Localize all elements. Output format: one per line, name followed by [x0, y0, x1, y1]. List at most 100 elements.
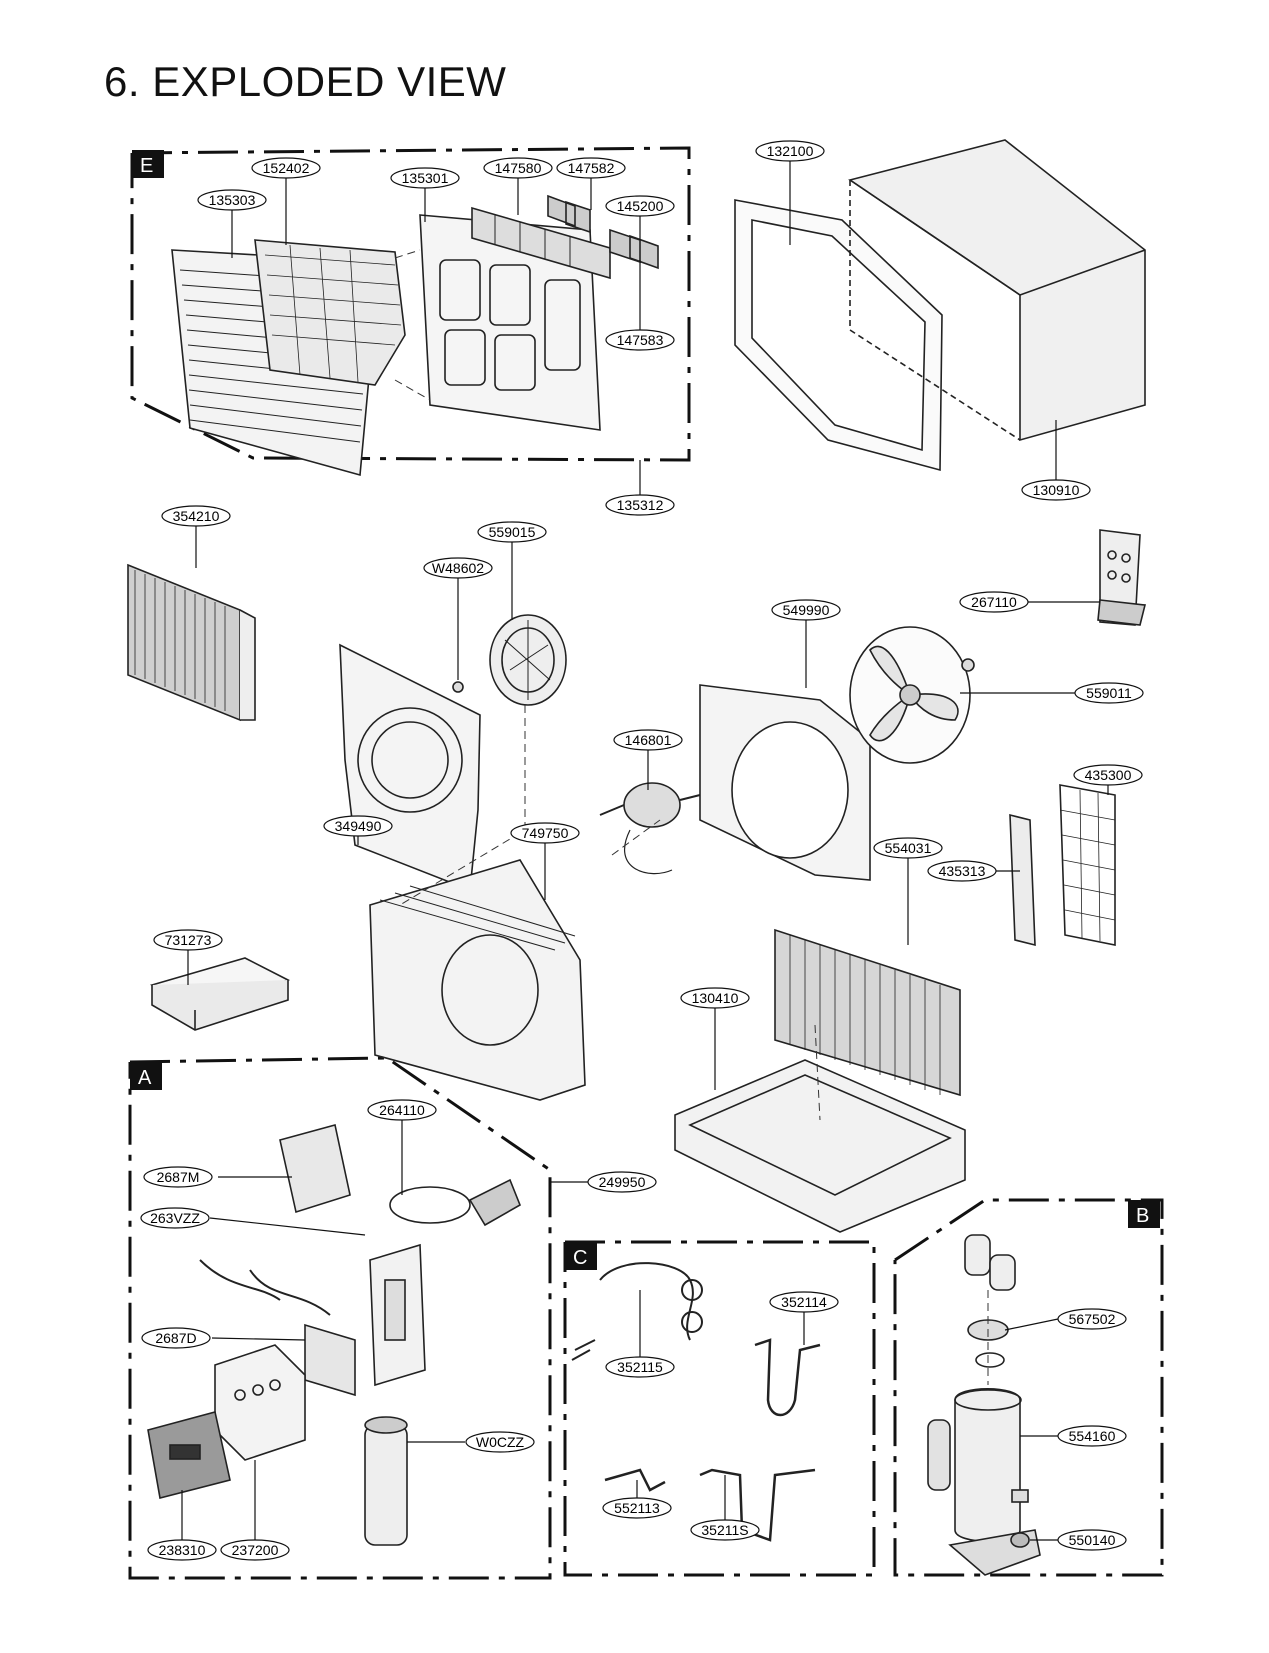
fan-shroud-drawing: [699, 684, 871, 881]
part-number: 237200: [232, 1542, 279, 1558]
part-label: 435313: [927, 860, 997, 882]
part-number: 2687M: [157, 1169, 200, 1185]
condenser-coil-drawing: [774, 928, 961, 1097]
blower-wheel-drawing: [452, 614, 567, 706]
part-number: 130410: [692, 990, 739, 1006]
part-number: 130910: [1033, 482, 1080, 498]
air-filter-drawing: [254, 239, 406, 386]
part-number: 238310: [159, 1542, 206, 1558]
remote-control-drawing: [1097, 529, 1146, 626]
part-label: 135312: [605, 494, 675, 516]
grommet-drawing: [1010, 1489, 1030, 1548]
frame-section-e: [130, 146, 691, 462]
part-label: 35211S: [690, 1519, 760, 1541]
part-label: 147582: [556, 157, 626, 179]
coil-guard-drawing: [1059, 784, 1116, 946]
part-number: 249950: [599, 1174, 646, 1190]
part-label: 249950: [587, 1171, 657, 1193]
section-label-b: B: [1136, 1205, 1149, 1227]
part-label: 352114: [769, 1291, 839, 1313]
part-label: 349490: [323, 815, 393, 837]
part-label: 559015: [477, 521, 547, 543]
part-label: 559011: [1074, 682, 1144, 704]
part-labels: 152402 135303 135301 147580 147582 14520…: [140, 140, 1144, 1561]
part-label: 237200: [220, 1539, 290, 1561]
section-label-c: C: [573, 1247, 587, 1269]
part-label: 549990: [771, 599, 841, 621]
guide-line: [394, 379, 431, 401]
section-badge-e: E: [132, 150, 164, 178]
overload-protector-drawing: [964, 1234, 1016, 1368]
keypad-drawing: [147, 1411, 231, 1499]
part-number: 352115: [617, 1359, 663, 1375]
part-label: 147583: [605, 329, 675, 351]
accessory-box-drawing: [149, 957, 291, 1031]
part-label: 132100: [755, 140, 825, 162]
section-badge-c: C: [565, 1242, 597, 1270]
capillary-tube-drawing: [571, 1262, 703, 1361]
power-cord-drawing: [389, 1178, 522, 1227]
part-number: 567502: [1069, 1311, 1116, 1327]
evaporator-coil-drawing: [127, 563, 256, 722]
part-label: 435300: [1073, 764, 1143, 786]
frame-section-a: [128, 1056, 552, 1580]
part-number: 559015: [489, 524, 536, 540]
section-badges: E A C B: [130, 150, 1160, 1270]
control-box-drawing: [279, 1124, 426, 1387]
part-illustrations: [127, 139, 1146, 1576]
section-badge-a: A: [130, 1062, 162, 1090]
part-label: W0CZZ: [465, 1431, 535, 1453]
frame-section-b: [893, 1198, 1164, 1577]
louver-assembly-drawing: [471, 194, 659, 280]
part-label: 147580: [483, 157, 553, 179]
part-label: 2687M: [143, 1166, 213, 1188]
blower-housing-drawing: [369, 859, 586, 1101]
part-number: 135312: [617, 497, 664, 513]
part-label: 749750: [510, 822, 580, 844]
part-number: 145200: [617, 198, 664, 214]
guide-line: [814, 1024, 821, 1121]
part-number: 147582: [568, 160, 615, 176]
wire-harness-drawing: [199, 1259, 331, 1316]
part-number: 435300: [1085, 767, 1132, 783]
guide-line: [394, 249, 421, 259]
side-bracket-drawing: [1009, 813, 1036, 947]
base-pan-drawing: [674, 1059, 966, 1233]
part-number: W0CZZ: [476, 1434, 525, 1450]
front-panel-drawing: [419, 214, 601, 431]
section-label-a: A: [138, 1067, 152, 1089]
part-label: 238310: [147, 1539, 217, 1561]
part-number: 749750: [522, 825, 569, 841]
suction-pipe-drawing: [604, 1468, 666, 1492]
part-label: 554031: [873, 837, 943, 859]
leader-line: [209, 1217, 366, 1236]
part-number: 550140: [1069, 1532, 1116, 1548]
part-number: 135301: [402, 170, 449, 186]
frame-section-c: [563, 1240, 876, 1577]
leader-line: [211, 1337, 306, 1341]
part-number: 152402: [263, 160, 310, 176]
part-label: 135301: [390, 167, 460, 189]
pcb-drawing: [304, 1323, 356, 1397]
part-number: 552113: [614, 1500, 660, 1516]
part-label: 554160: [1057, 1425, 1127, 1447]
part-label: 267110: [959, 591, 1029, 613]
capacitor-drawing: [364, 1416, 408, 1546]
part-number: 147583: [617, 332, 664, 348]
part-label: 145200: [605, 195, 675, 217]
cabinet-drawing: [848, 139, 1146, 442]
part-label: 135303: [197, 189, 267, 211]
leader-line: [1004, 1318, 1059, 1331]
part-number: 147580: [495, 160, 542, 176]
part-label: 550140: [1057, 1529, 1127, 1551]
part-label: 354210: [161, 505, 231, 527]
part-label: 130410: [680, 987, 750, 1009]
part-label: 2687D: [141, 1327, 211, 1349]
leader-lines: [181, 161, 1109, 1541]
part-number: 554031: [885, 840, 932, 856]
part-number: 352114: [781, 1294, 827, 1310]
discharge-pipe-drawing: [754, 1338, 821, 1417]
part-number: 435313: [939, 863, 986, 879]
part-number: 263VZZ: [150, 1210, 200, 1226]
